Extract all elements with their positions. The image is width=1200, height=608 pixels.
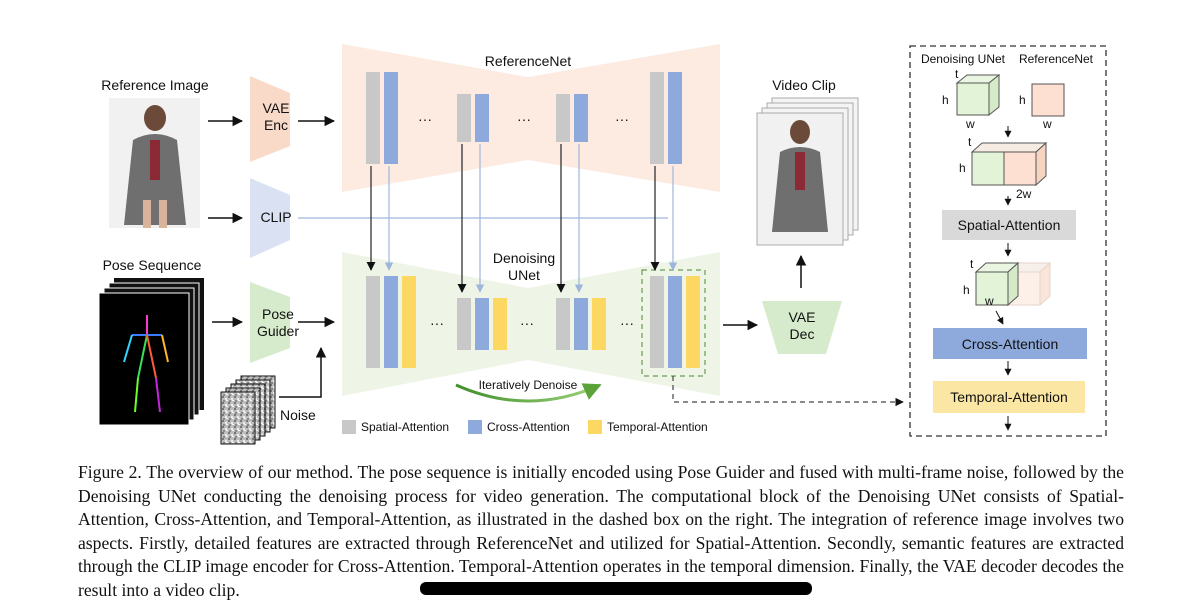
vae-encoder-block xyxy=(250,76,290,162)
legend-temporal-swatch xyxy=(588,420,602,434)
legend-temporal-label: Temporal-Attention xyxy=(607,420,708,434)
reference-image xyxy=(109,98,200,228)
pose-sequence-label: Pose Sequence xyxy=(103,257,202,273)
referencenet-block xyxy=(342,44,720,192)
vae-dec-label-2: Dec xyxy=(790,326,815,342)
referencenet-layers xyxy=(366,72,682,164)
noise-label: Noise xyxy=(280,407,316,423)
concatenated-feature-cube xyxy=(970,141,1048,187)
cube1-h-label: h xyxy=(942,93,949,107)
video-clip-frames xyxy=(756,97,859,246)
referencenet-ellipsis-2: ··· xyxy=(517,111,531,127)
vae-dec-label-1: VAE xyxy=(789,309,816,325)
denoising-unet-block xyxy=(342,252,720,396)
legend-spatial-swatch xyxy=(342,420,356,434)
cube2-t-label: t xyxy=(968,135,972,149)
cube3-w-label: w xyxy=(984,294,994,308)
figure-caption: Figure 2. The overview of our method. Th… xyxy=(78,462,1124,600)
pose-guider-block xyxy=(250,282,290,363)
cube1-t-label: t xyxy=(955,67,959,81)
arrow-noise-to-unet xyxy=(279,346,327,398)
unet-feature-cube xyxy=(955,73,1001,117)
noise-stack xyxy=(220,375,276,445)
reference-image-label: Reference Image xyxy=(101,77,209,93)
detail-cross-attention-label: Cross-Attention xyxy=(962,336,1058,352)
clip-label: CLIP xyxy=(260,209,291,225)
cube2-h-label: h xyxy=(959,161,966,175)
spatial-output-cube xyxy=(974,261,1052,307)
unet-ellipsis-2: ··· xyxy=(520,315,534,331)
pose-guider-label-1: Pose xyxy=(262,306,294,322)
legend-cross-label: Cross-Attention xyxy=(487,420,570,434)
referencenet-label: ReferenceNet xyxy=(485,53,571,69)
detail-temporal-attention-label: Temporal-Attention xyxy=(950,389,1068,405)
vae-enc-label-2: Enc xyxy=(264,117,288,133)
detail-referencenet-label: ReferenceNet xyxy=(1019,52,1094,66)
cube3-t-label: t xyxy=(970,257,974,271)
cube3-h-label: h xyxy=(963,283,970,297)
detail-temporal-attention-block xyxy=(933,381,1085,413)
detail-denoising-unet-label: Denoising UNet xyxy=(921,52,1006,66)
cube2-2w-label: 2w xyxy=(1016,187,1032,201)
iteratively-denoise-label: Iteratively Denoise xyxy=(479,378,578,392)
detail-spatial-attention-label: Spatial-Attention xyxy=(958,217,1061,233)
feature-connectors xyxy=(366,144,678,293)
detail-spatial-attention-block xyxy=(942,210,1076,240)
legend: Spatial-Attention Cross-Attention Tempor… xyxy=(342,420,708,434)
legend-cross-swatch xyxy=(468,420,482,434)
pose-sequence xyxy=(98,278,204,426)
vae-enc-label-1: VAE xyxy=(263,100,290,116)
denoising-unet-layers xyxy=(366,276,700,368)
video-clip-label: Video Clip xyxy=(772,77,836,93)
legend-spatial-label: Spatial-Attention xyxy=(361,420,449,434)
iterative-denoise-arrow xyxy=(455,383,602,403)
denoising-unet-label-1: Denoising xyxy=(493,250,555,266)
detail-cross-attention-block xyxy=(933,328,1087,359)
referencenet-feature-square xyxy=(1031,83,1065,117)
pose-guider-label-2: Guider xyxy=(257,323,299,339)
detail-arrow-4 xyxy=(995,310,1004,325)
vae-decoder-block xyxy=(762,301,842,354)
referencenet-ellipsis-3: ··· xyxy=(615,111,629,127)
cube1-w-label: w xyxy=(965,117,975,131)
unet-ellipsis-3: ··· xyxy=(620,315,634,331)
detail-box xyxy=(909,45,1107,437)
denoising-unet-label-2: UNet xyxy=(508,267,540,283)
referencenet-ellipsis-1: ··· xyxy=(418,111,432,127)
clip-encoder-block xyxy=(250,178,290,258)
ref-h-label: h xyxy=(1019,93,1026,107)
unet-ellipsis-1: ··· xyxy=(430,315,444,331)
ref-w-label: w xyxy=(1042,117,1052,131)
